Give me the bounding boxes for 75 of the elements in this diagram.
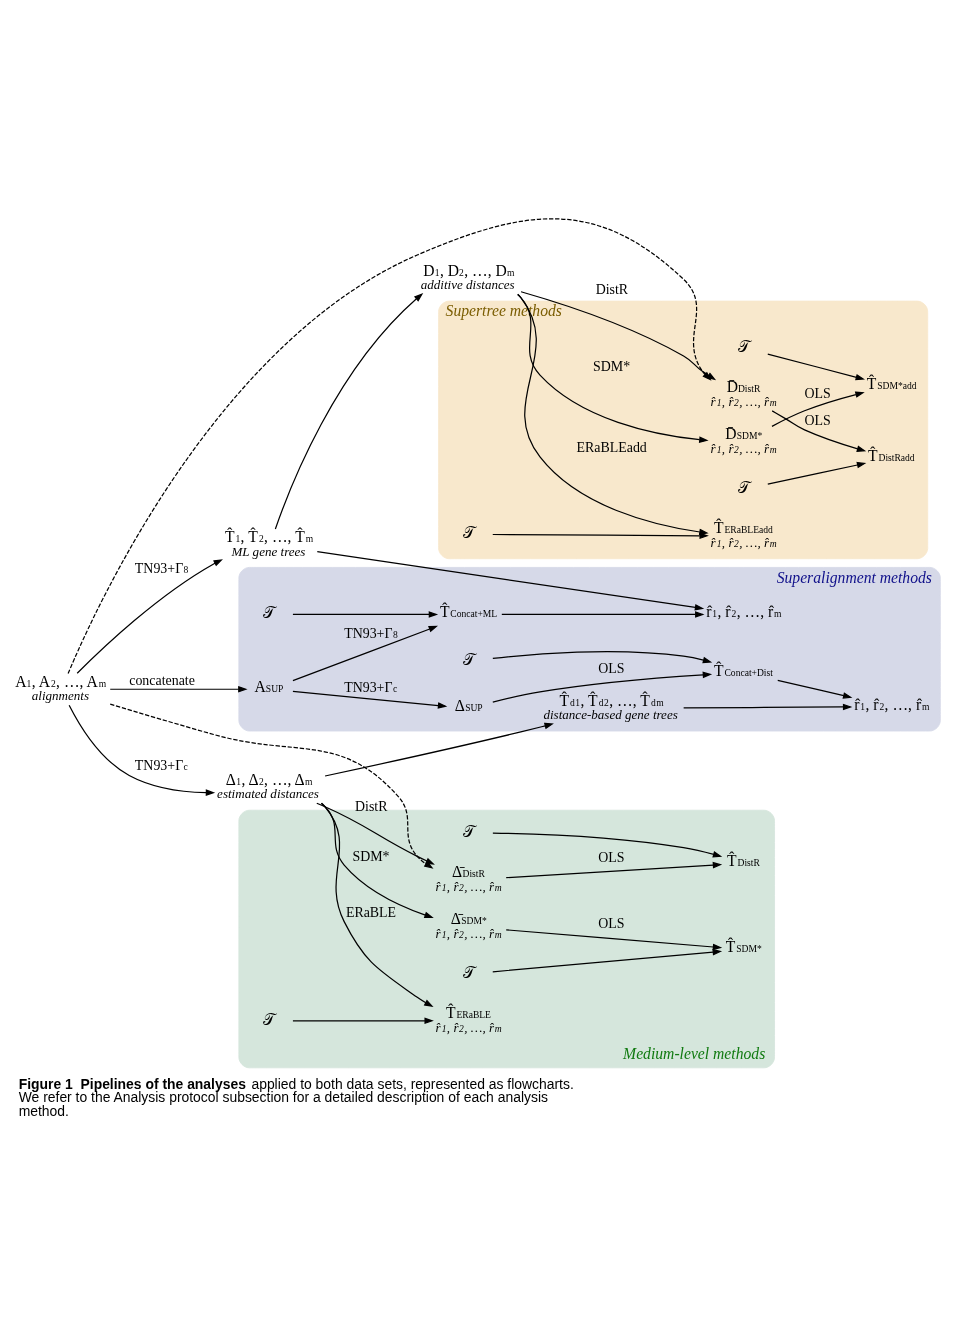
- arrow: [505, 861, 723, 879]
- node-text: r̂1, r̂2, …, r̂m: [706, 603, 782, 621]
- node-text: D1, D2, …, Dm additive distances: [420, 261, 515, 293]
- arrow: [501, 611, 705, 618]
- node-text: r̂1, r̂2, …, r̂m: [854, 695, 930, 713]
- node-text: A1, A2, …, Am alignments: [15, 672, 107, 704]
- arrow: [292, 625, 438, 682]
- arrow: [109, 703, 434, 869]
- arrow: [320, 802, 434, 919]
- node-text: D̄DistR r̂1, r̂2, …, r̂m: [710, 378, 777, 409]
- arrow: [321, 802, 434, 1007]
- node-text: 𝒯: [263, 1010, 276, 1028]
- node-text: T̂SDM*add: [866, 375, 917, 393]
- node-text: Δ̄DistR r̂1, r̂2, …, r̂m: [435, 863, 502, 894]
- arrow: [492, 651, 713, 664]
- node-text: ASUP: [254, 678, 284, 696]
- edge-label: SDM*: [593, 358, 631, 374]
- arrow: [76, 559, 223, 674]
- node-text: T̂d1, T̂d2, …, T̂dm distance-based gene trees: [543, 691, 678, 723]
- arrow: [767, 461, 867, 485]
- node-text: 𝒯: [737, 337, 750, 355]
- arrow: [505, 929, 723, 951]
- edge-label: SDM*: [352, 848, 390, 864]
- arrow: [771, 391, 865, 427]
- arrow: [492, 671, 713, 703]
- edge-label: OLS: [598, 915, 625, 931]
- arrow: [274, 293, 424, 530]
- arrow: [492, 832, 723, 858]
- node-text: 𝒯: [462, 822, 475, 840]
- node-text: 𝒯: [263, 604, 276, 622]
- node-text: ΔSUP: [454, 697, 483, 715]
- arrow: [109, 685, 248, 693]
- node-text: T̂DistR: [727, 852, 760, 870]
- edge-label: DistR: [595, 281, 629, 297]
- node-text: T̂1, T̂2, …, T̂m ML gene trees: [224, 528, 314, 559]
- edge-label: TN93+Γ8: [134, 561, 189, 577]
- node-text: T̂Concat+Dist: [714, 661, 773, 679]
- node-text: T̂Concat+ML: [439, 603, 498, 621]
- node-text: T̂SDM*: [725, 938, 762, 956]
- arrow: [68, 704, 216, 796]
- edge-label: ERaBLEadd: [576, 440, 647, 456]
- arrow: [683, 703, 853, 711]
- arrow: [292, 1017, 434, 1025]
- edge-label: OLS: [804, 413, 831, 429]
- node-text: T̂ERaBLE r̂1, r̂2, …, r̂m: [435, 1004, 502, 1035]
- caption: Figure 1 Pipelines of the analyses applied to both data sets, represented as flowcharts. We refer to the Analysis protocol subsection for a detailed description of each analysis method.: [18, 1075, 574, 1120]
- arrow: [771, 410, 867, 452]
- arrow: [492, 532, 709, 540]
- edge-label: TN93+Γ8: [344, 625, 398, 641]
- node-text: T̂DistRadd: [868, 446, 915, 464]
- node-text: D̄SDM* r̂1, r̂2, …, r̂m: [710, 425, 777, 456]
- node-text: 𝒯: [462, 524, 475, 542]
- node-text: Δ1, Δ2, …, Δm estimated distances: [217, 770, 319, 802]
- arrow: [777, 679, 853, 699]
- arrow: [324, 722, 554, 777]
- edge-label: concatenate: [129, 672, 195, 688]
- edge-label: TN93+Γc: [344, 679, 398, 695]
- arrow: [292, 611, 439, 618]
- edge-label: ERaBLE: [345, 905, 397, 921]
- node-text: T̂ERaBLEadd r̂1, r̂2, …, r̂m: [710, 519, 777, 550]
- node-text: 𝒯: [737, 478, 750, 496]
- edge-label: OLS: [598, 850, 625, 866]
- arrow: [292, 690, 448, 709]
- edge-label: TN93+Γc: [134, 758, 188, 774]
- arrow: [316, 802, 435, 865]
- arrow: [517, 293, 709, 536]
- node-text: Δ̄SDM* r̂1, r̂2, …, r̂m: [435, 910, 502, 941]
- node-text: 𝒯: [462, 651, 475, 669]
- arrow: [492, 948, 723, 973]
- arrow: [67, 218, 712, 675]
- edge-label: OLS: [804, 385, 831, 401]
- edge-label: OLS: [598, 660, 625, 676]
- arrow: [316, 551, 705, 611]
- arrow: [767, 353, 865, 381]
- node-text: 𝒯: [462, 963, 475, 981]
